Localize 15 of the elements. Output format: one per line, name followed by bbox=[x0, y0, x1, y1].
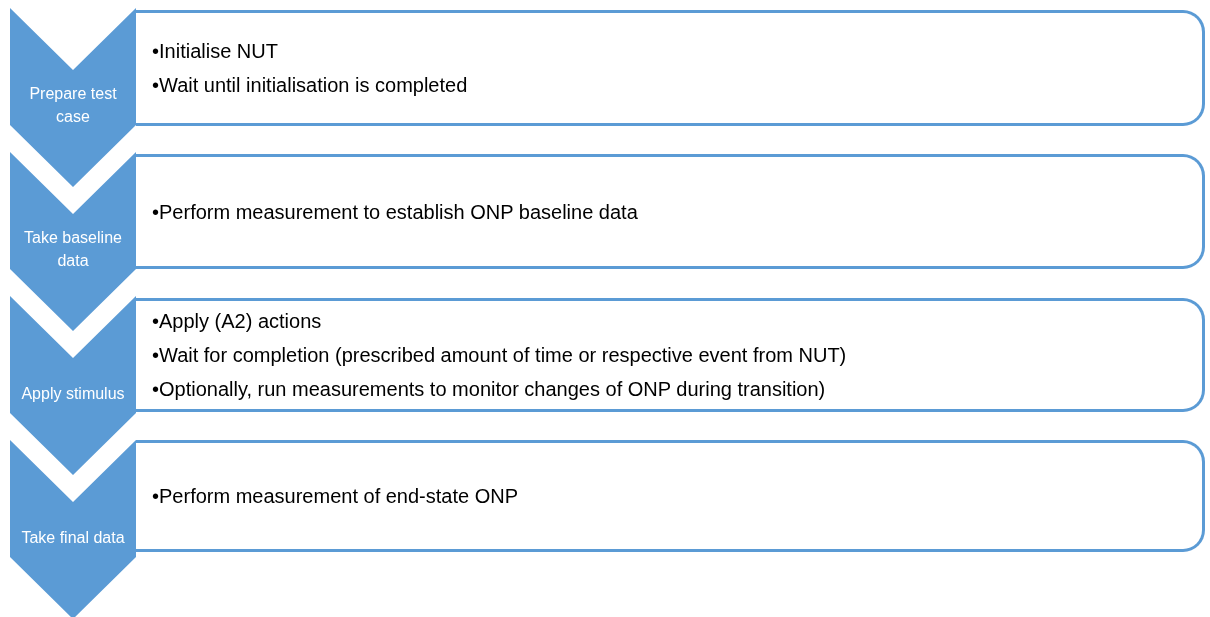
step-title: Take final data bbox=[20, 527, 126, 548]
step-panel bbox=[136, 10, 1205, 126]
bullet-item: •Wait until initialisation is completed bbox=[152, 73, 469, 98]
step-title: Prepare test case bbox=[28, 84, 118, 127]
step-panel bbox=[136, 440, 1205, 552]
bullet-item: •Perform measurement to establish ONP baseline data bbox=[152, 199, 639, 225]
step-title: Apply stimulus bbox=[20, 383, 126, 404]
step-panel bbox=[136, 154, 1205, 269]
step-title: Take baseline data bbox=[23, 228, 123, 271]
bullet-item: •Perform measurement of end-state ONP bbox=[152, 484, 520, 509]
bullet-item: •Optionally, run measurements to monitor changes of ONP during transition) bbox=[152, 377, 827, 402]
bullet-item: •Wait for completion (prescribed amount of time or respective event from NUT) bbox=[152, 343, 848, 368]
bullet-item: •Apply (A2) actions bbox=[152, 309, 323, 334]
bullet-item: •Initialise NUT bbox=[152, 39, 279, 64]
step-panel bbox=[136, 298, 1205, 412]
